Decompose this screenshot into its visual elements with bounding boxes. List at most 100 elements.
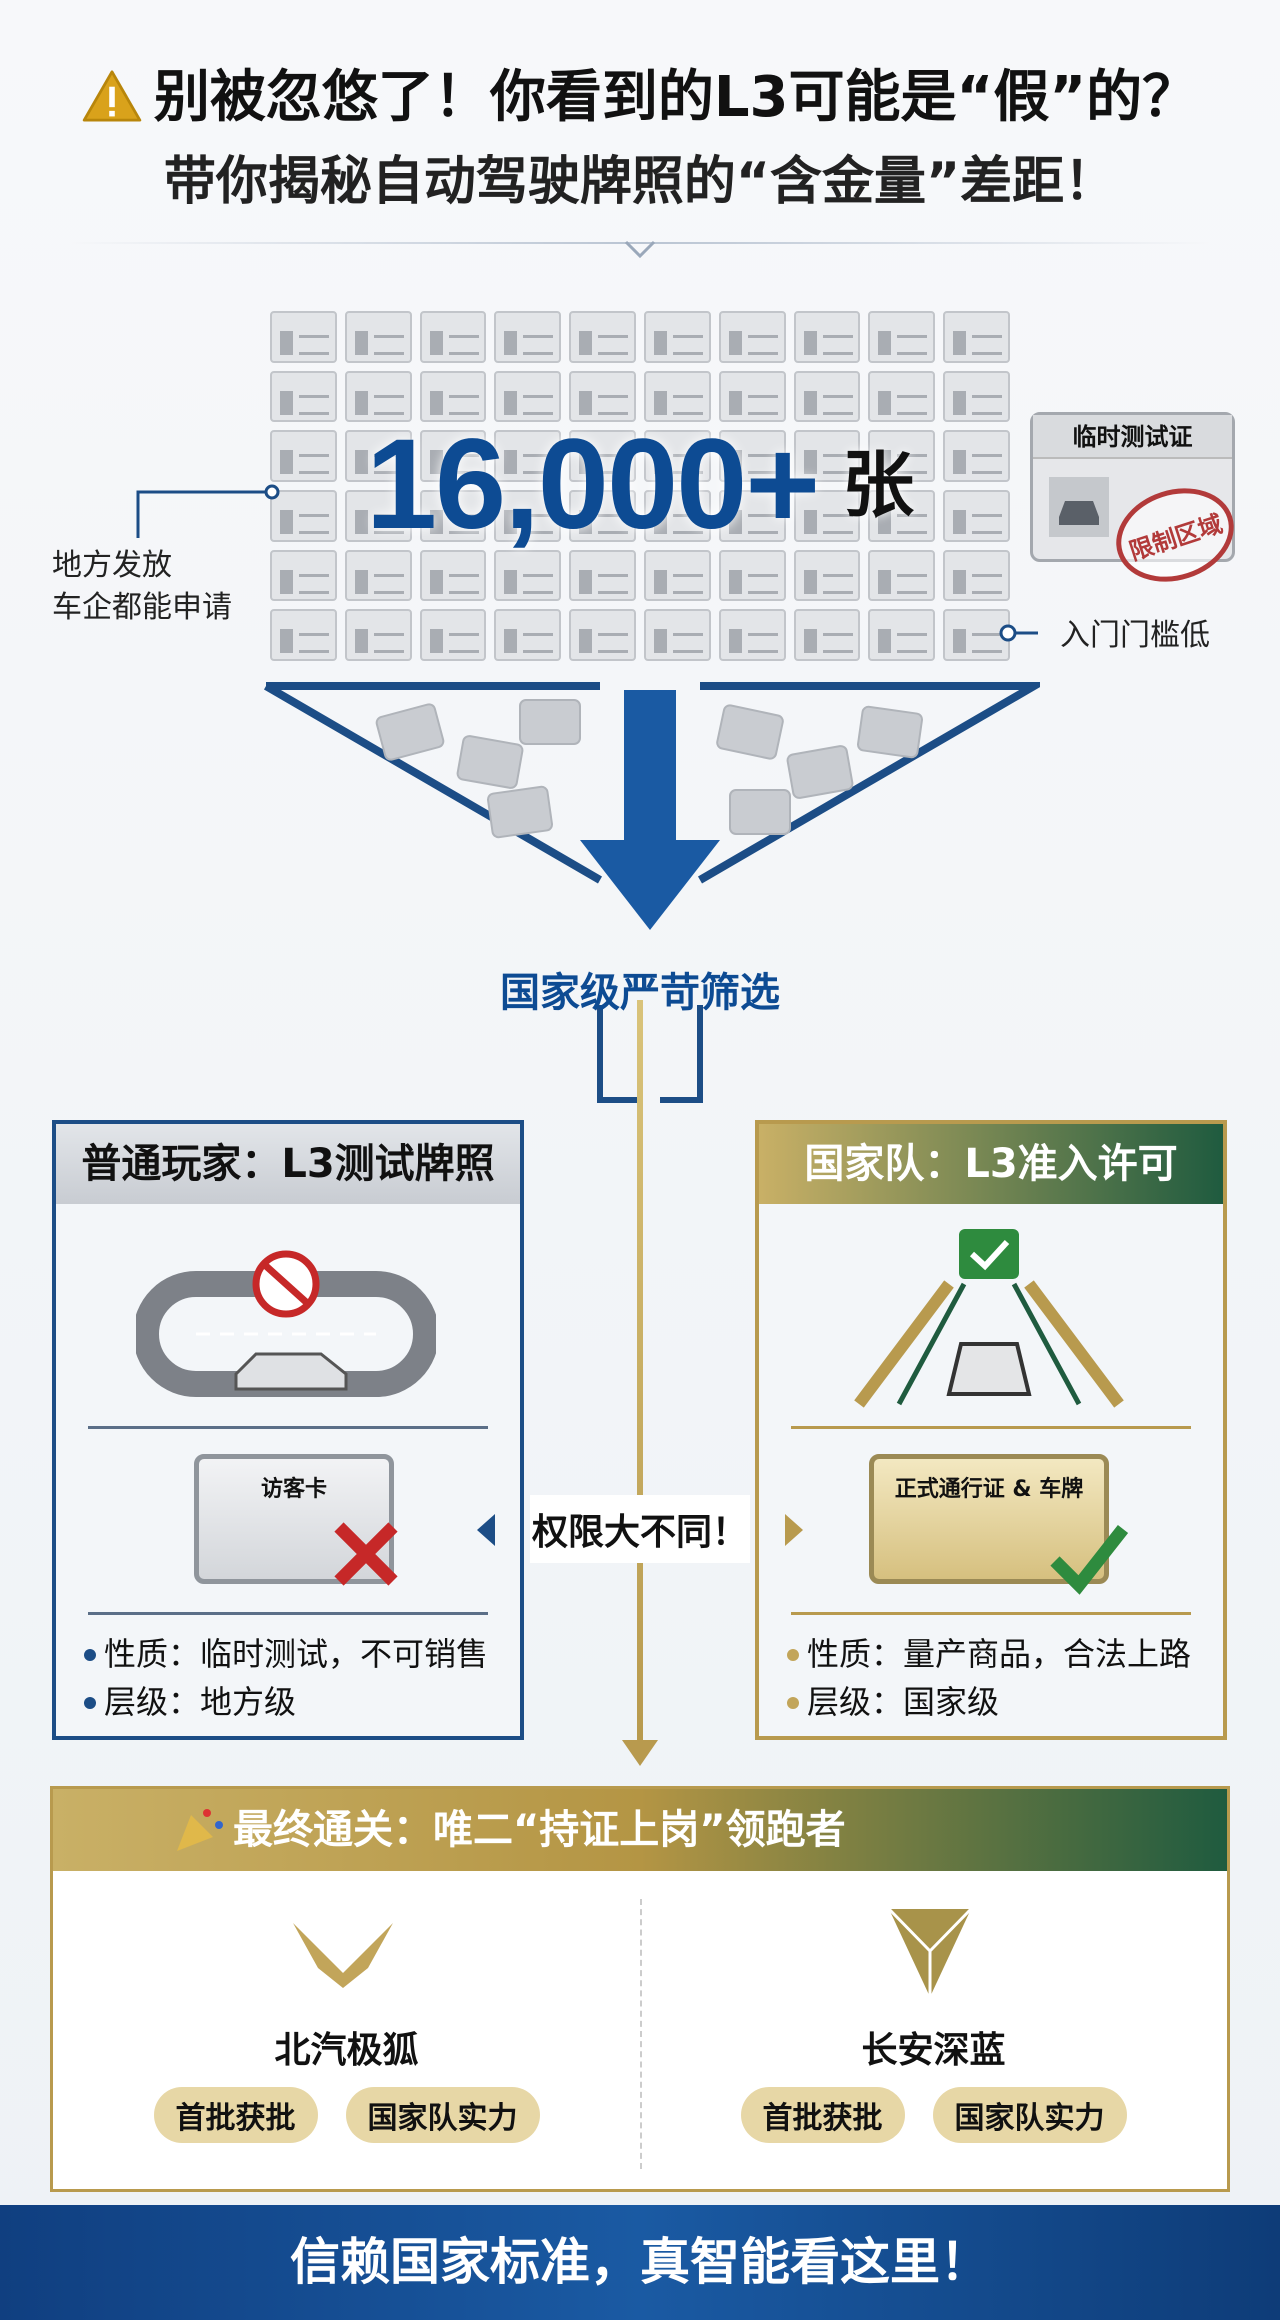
left-panel-title: 普通玩家：L3测试牌照 — [56, 1124, 520, 1204]
warning-icon — [82, 70, 142, 122]
closed-track-icon — [136, 1250, 436, 1397]
license-card-icon — [494, 549, 562, 602]
license-card-icon — [494, 490, 562, 542]
final-section: 最终通关：唯二“持证上岗”领跑者 北汽极狐 首批获批国家队实力 长安深蓝 首批获… — [50, 1786, 1230, 2192]
license-card-icon — [569, 549, 636, 602]
license-card-icon — [718, 549, 786, 602]
right-note: 入门门槛低 — [1060, 618, 1210, 653]
right-panel-title: 国家队：L3准入许可 — [759, 1124, 1223, 1204]
temp-card-title: 临时测试证 — [1033, 415, 1232, 459]
license-card-icon — [569, 490, 636, 542]
left-panel: 普通玩家：L3测试牌照 访客卡 性质：临时测试，不可销售 层级：地方级 — [52, 1120, 524, 1740]
funnel-graphic — [263, 682, 1040, 1103]
cross-icon — [334, 1522, 398, 1586]
license-card-icon — [419, 370, 487, 423]
arrow-down-icon — [622, 1740, 658, 1766]
license-card-icon — [344, 370, 412, 423]
license-card-icon — [793, 609, 861, 661]
bullet-text: 层级：国家级 — [807, 1683, 1000, 1721]
license-card-icon — [718, 490, 786, 542]
brand-name: 北汽极狐 — [274, 2030, 419, 2071]
license-card-icon — [270, 549, 337, 602]
license-card-icon — [718, 609, 786, 661]
license-card-icon — [644, 370, 711, 423]
license-card-icon — [270, 370, 337, 423]
check-icon — [1050, 1524, 1129, 1595]
bullet-text: 性质：量产商品，合法上路 — [807, 1635, 1192, 1673]
brand-tag: 首批获批 — [153, 2087, 318, 2143]
license-card-icon — [868, 311, 936, 363]
license-card-icon — [644, 311, 711, 363]
license-card-icon — [270, 430, 337, 482]
license-card-icon — [943, 430, 1010, 482]
title-text: 别被忽悠了！你看到的L3可能是“假”的？ — [153, 65, 1199, 130]
license-card-icon — [793, 490, 861, 542]
left-note-line1: 地方发放 — [52, 548, 172, 583]
final-title: 最终通关：唯二“持证上岗”领跑者 — [53, 1789, 1227, 1871]
car-icon — [1049, 477, 1109, 537]
license-card-icon — [569, 311, 636, 363]
license-card-icon — [644, 430, 711, 482]
license-grid — [270, 311, 1010, 661]
brand-tag: 首批获批 — [740, 2087, 905, 2143]
license-card-icon — [718, 311, 786, 363]
license-card-icon — [344, 609, 412, 661]
divider — [88, 1612, 488, 1615]
license-card-icon — [868, 609, 936, 661]
official-pass-label: 正式通行证 & 车牌 — [894, 1477, 1084, 1502]
license-unit: 张 — [842, 443, 915, 527]
divider — [640, 1899, 642, 2169]
license-card-icon — [644, 549, 711, 602]
license-card-icon — [344, 490, 412, 542]
double-arrow-icon — [477, 1514, 803, 1546]
license-card-icon — [270, 311, 337, 363]
page-title: 别被忽悠了！你看到的L3可能是“假”的？ — [0, 62, 1280, 134]
temp-test-card: 临时测试证 — [1030, 412, 1235, 562]
license-card-icon — [494, 311, 562, 363]
brand-name: 长安深蓝 — [861, 2030, 1006, 2071]
bullet-item: 层级：地方级 — [84, 1678, 296, 1726]
arcfox-logo-icon — [293, 1923, 393, 1988]
page-subtitle: 带你揭秘自动驾驶牌照的“含金量”差距！ — [163, 152, 1117, 212]
brand-tag: 国家队实力 — [932, 2087, 1127, 2143]
left-note: 地方发放车企都能申请 — [52, 545, 232, 629]
connector-line — [136, 484, 280, 538]
license-card-icon — [868, 370, 936, 423]
license-card-icon — [419, 549, 487, 602]
official-pass-card: 正式通行证 & 车牌 — [869, 1454, 1109, 1584]
visitor-card-label: 访客卡 — [260, 1477, 327, 1502]
connector-line — [999, 624, 1038, 642]
celebration-icon — [177, 1809, 223, 1851]
license-card-icon — [494, 430, 562, 482]
license-card-icon — [344, 311, 412, 363]
license-card-icon — [868, 430, 936, 482]
license-card-icon — [270, 490, 337, 542]
license-card-icon — [419, 311, 487, 363]
license-card-icon — [793, 430, 861, 482]
license-card-icon — [943, 549, 1010, 602]
license-card-icon — [644, 609, 711, 661]
divider — [791, 1426, 1191, 1429]
deepal-logo-icon — [887, 1907, 973, 1997]
license-card-icon — [419, 609, 487, 661]
divider — [88, 1426, 488, 1429]
license-card-icon — [569, 370, 636, 423]
bullet-item: 性质：量产商品，合法上路 — [787, 1630, 1191, 1678]
footer-banner: 信赖国家标准，真智能看这里！ — [0, 2205, 1280, 2320]
license-count: 16,000+ — [365, 413, 820, 556]
brand-deepal: 长安深蓝 首批获批国家队实力 — [640, 1871, 1227, 2189]
brand-tag: 国家队实力 — [345, 2087, 540, 2143]
license-card-icon — [943, 490, 1010, 542]
center-label: 权限大不同！ — [530, 1495, 750, 1563]
left-note-line2: 车企都能申请 — [52, 590, 232, 625]
license-card-icon — [793, 311, 861, 363]
license-card-icon — [718, 430, 786, 482]
license-card-icon — [569, 430, 636, 482]
license-card-icon — [943, 609, 1010, 661]
chevron-down-icon — [624, 240, 656, 259]
license-card-icon — [419, 490, 487, 542]
license-card-icon — [344, 549, 412, 602]
license-card-icon — [644, 490, 711, 542]
right-panel: 国家队：L3准入许可 正式通行证 & 车牌 性质：量产商品，合法上路 层级：国家… — [755, 1120, 1227, 1740]
license-card-icon — [718, 370, 786, 423]
